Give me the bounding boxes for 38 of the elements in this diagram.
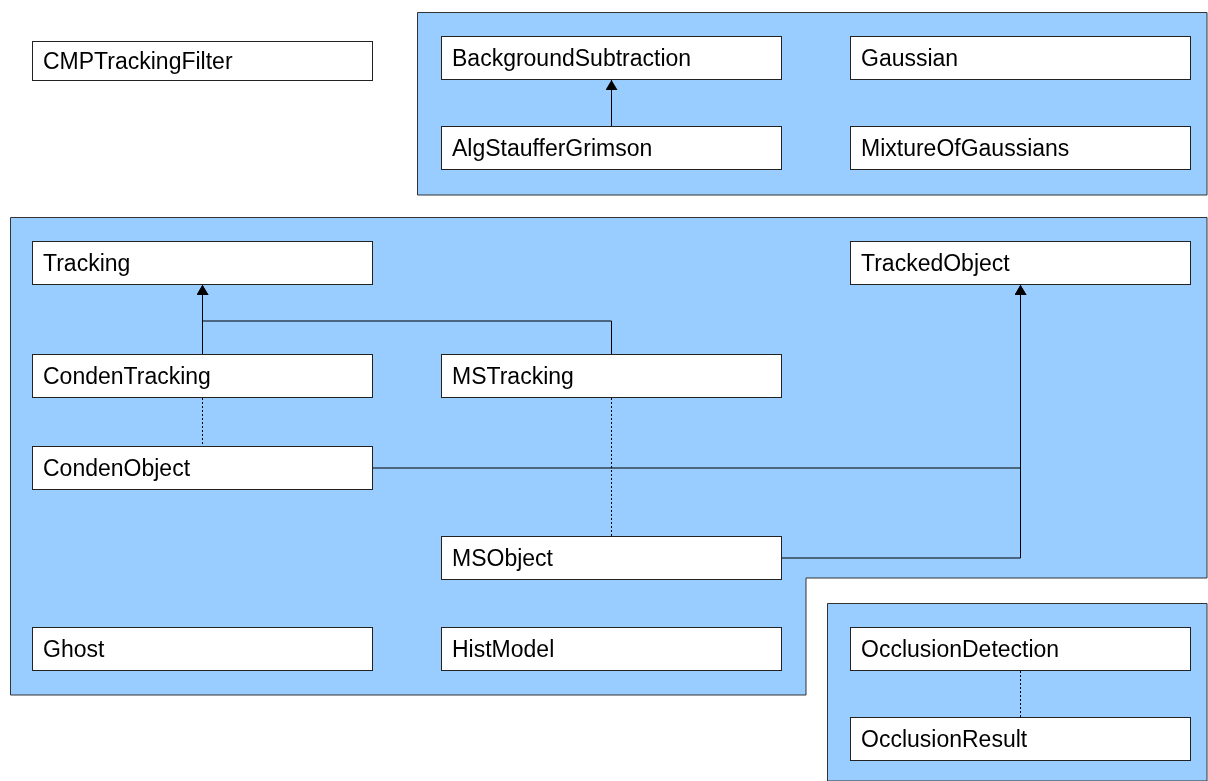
class-name: MixtureOfGaussians (861, 134, 1070, 162)
package-panel (827, 603, 1207, 781)
class-box (441, 536, 782, 580)
class-name: Tracking (43, 249, 131, 277)
class-box (850, 36, 1191, 80)
class-name: OcclusionResult (861, 725, 1028, 753)
class-box (32, 446, 373, 490)
class-box (850, 241, 1191, 285)
class-name: Ghost (43, 635, 105, 663)
class-box (850, 717, 1191, 761)
dotted-connector (202, 397, 203, 447)
class-box (32, 41, 373, 81)
class-box (441, 36, 782, 80)
class-name: MSTracking (452, 362, 574, 390)
class-name: HistModel (452, 635, 555, 663)
class-box (441, 126, 782, 170)
class-box (850, 627, 1191, 671)
dotted-connector (611, 397, 612, 537)
arrow (605, 79, 618, 127)
class-name: OcclusionDetection (861, 635, 1060, 663)
package-panel (417, 12, 1207, 195)
class-name: Gaussian (861, 44, 959, 72)
class-name: CondenObject (43, 454, 191, 482)
class-box (32, 354, 373, 398)
dotted-connector (1020, 670, 1021, 718)
class-name: MSObject (452, 544, 553, 572)
class-name: CondenTracking (43, 362, 211, 390)
class-name: TrackedObject (861, 249, 1010, 277)
arrow (196, 284, 612, 355)
class-name: BackgroundSubtraction (452, 44, 692, 72)
class-box (32, 241, 373, 285)
class-box (32, 627, 373, 671)
class-name: CMPTrackingFilter (43, 47, 233, 75)
class-box (441, 627, 782, 671)
class-box (441, 354, 782, 398)
arrow (781, 284, 1027, 559)
class-name: AlgStaufferGrimson (452, 134, 653, 162)
class-box (850, 126, 1191, 170)
